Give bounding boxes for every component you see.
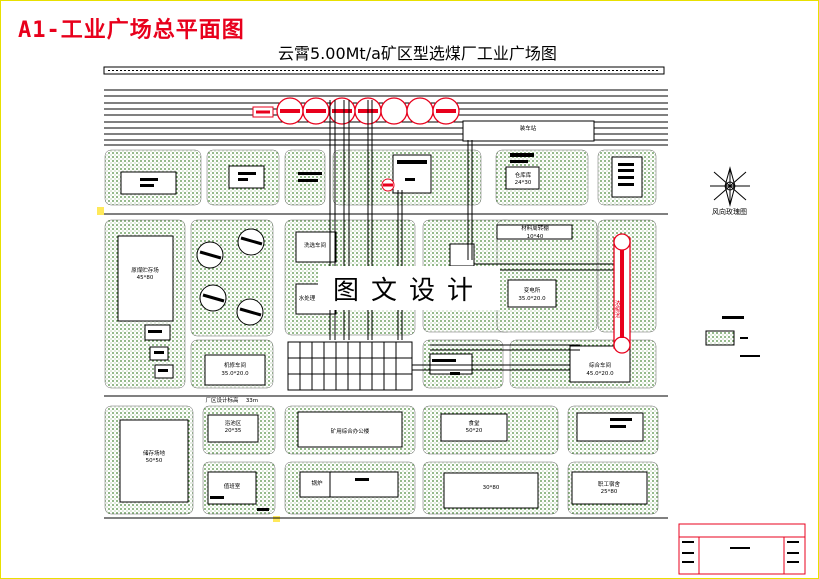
site-boundary (104, 144, 668, 519)
label-dorm-size: 30*80 (483, 485, 500, 491)
washing-plant (287, 341, 413, 391)
label-product-yard-size: 50*50 (146, 458, 163, 464)
label-elevation-size: 33m (246, 398, 258, 404)
label-warehouse: 仓库库 (515, 171, 532, 179)
label-canteen: 食堂 (468, 419, 480, 427)
label-repair-shop: 机修车间 (224, 361, 246, 369)
thickener-tanks (196, 228, 265, 326)
label-elevation: 厂区设计标高 (205, 396, 239, 404)
watermark: 图文设计 (318, 266, 500, 310)
label-warehouse-size: 24*30 (515, 180, 532, 186)
label-material-shed: 材料周转棚 (521, 224, 549, 232)
label-clean-coal: 洗选车间 (304, 241, 326, 249)
label-coal-yard-size: 45*80 (137, 275, 154, 281)
thickener-label: 浓缩池 (614, 299, 621, 318)
silo-row (252, 97, 460, 125)
wind-rose-icon (710, 166, 750, 207)
label-guard: 值班室 (224, 482, 241, 490)
building-labels: 原煤贮存场 45*80 仓库库 24*30 材料周转棚 10*40 变电所 35… (131, 124, 620, 495)
label-water: 水处理 (299, 294, 316, 302)
label-material-shed-size: 10*40 (527, 234, 544, 240)
wind-rose-label: 风向玫瑰图 (712, 207, 747, 216)
legend (705, 330, 748, 346)
label-bath: 浴池区 (225, 419, 242, 427)
drawing-heading: A1-工业广场总平面图 (18, 18, 245, 43)
label-assembly-size: 45.0*20.0 (586, 371, 614, 377)
pump-marker (381, 178, 395, 192)
annotation-bars (140, 153, 760, 511)
label-bath-size: 20*35 (225, 428, 242, 434)
label-coal-yard: 原煤贮存场 (131, 266, 159, 274)
loading-silo (613, 233, 631, 354)
label-canteen-size: 50*20 (466, 428, 483, 434)
label-boiler: 锅炉 (311, 479, 323, 487)
label-office2-size: 25*80 (601, 489, 618, 495)
label-product-yard: 储存场地 (143, 449, 166, 457)
buildings (117, 120, 648, 509)
label-repair-shop-size: 35.0*20.0 (221, 371, 249, 377)
drawing-subtitle: 云霄5.00Mt/a矿区型选煤厂工业广场图 (278, 44, 557, 63)
conveyors (329, 100, 614, 371)
label-substation-size: 35.0*20.0 (518, 296, 546, 302)
title-block-marks (682, 541, 799, 563)
yellow-marker (97, 207, 104, 215)
label-office2: 职工宿舍 (598, 480, 621, 488)
label-admin: 矿用综合办公楼 (331, 427, 370, 435)
label-loading: 装车站 (520, 124, 537, 132)
label-substation: 变电所 (524, 286, 541, 294)
label-assembly: 综合车间 (589, 361, 611, 369)
yellow-marker (273, 516, 280, 522)
